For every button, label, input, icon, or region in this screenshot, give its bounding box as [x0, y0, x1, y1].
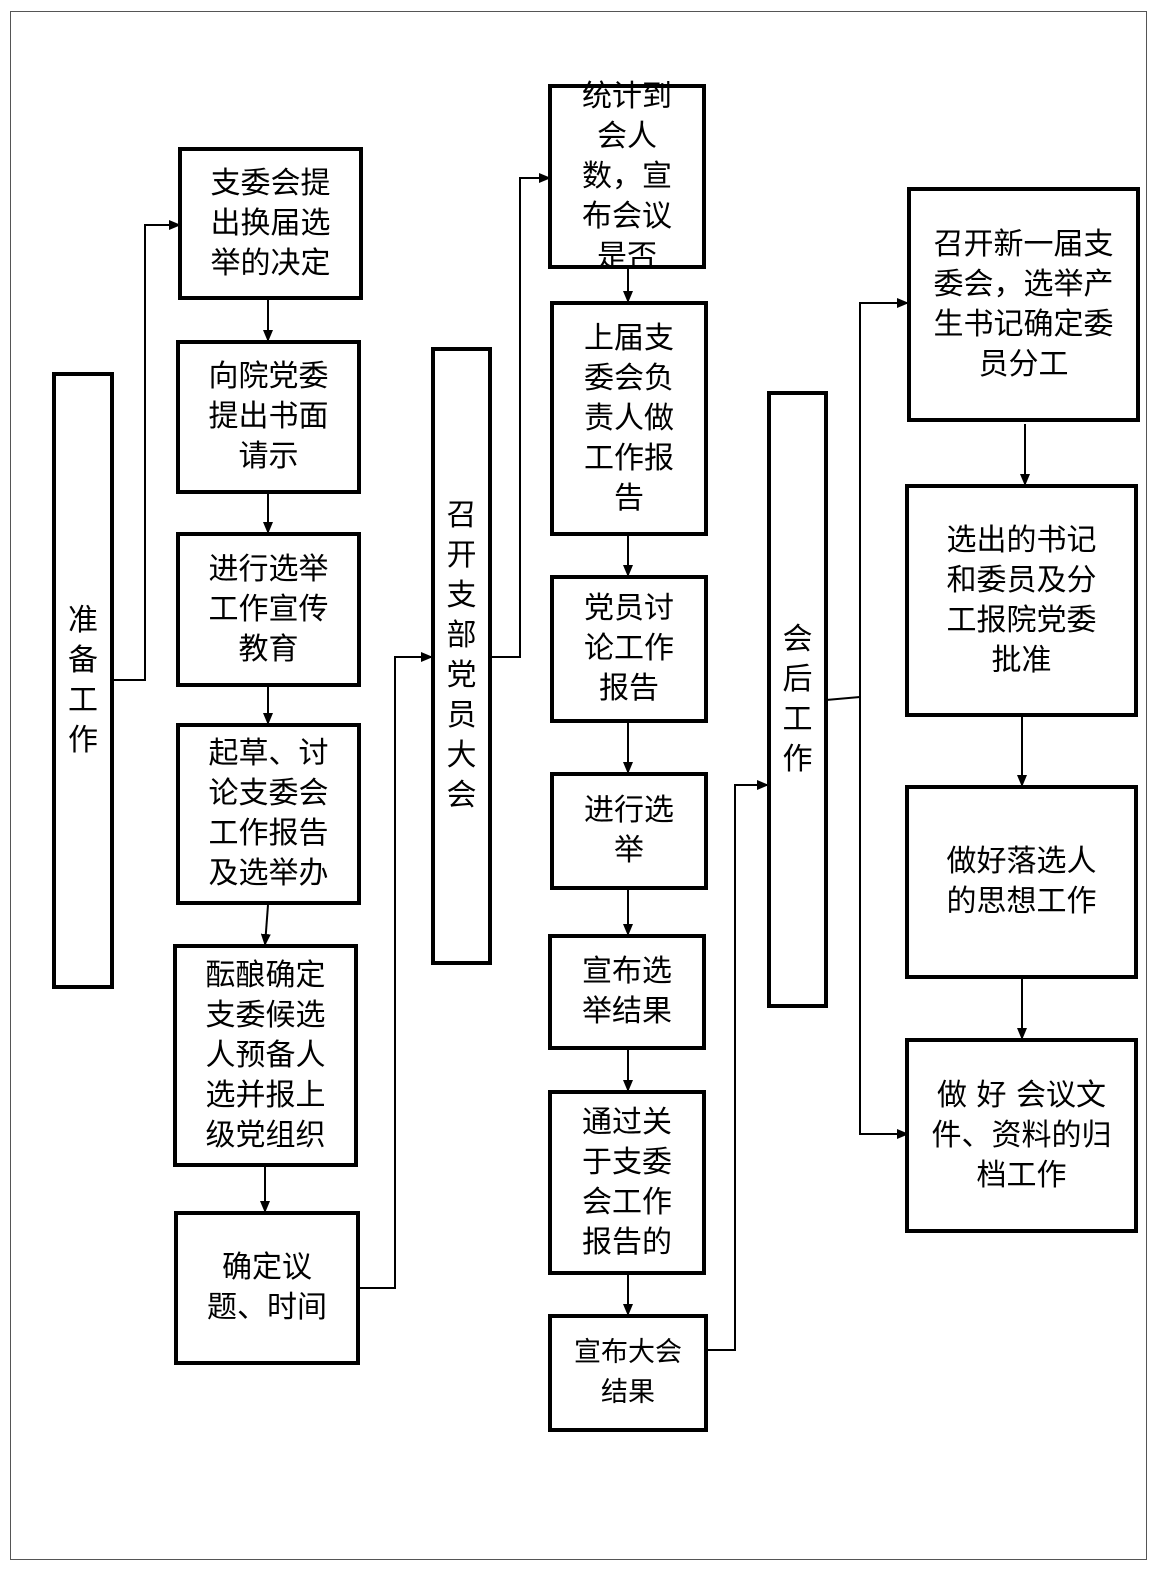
after-step-3: 做好落选人的思想工作: [905, 785, 1138, 979]
prep-step-1: 支委会提出换届选举的决定: [178, 147, 363, 300]
prep-step-3-text: 进行选举工作宣传教育: [208, 551, 329, 667]
connector-after-to-step1: [859, 298, 909, 697]
connector-prep-to-step1: [112, 220, 181, 681]
prep-step-6: 确定议题、时间: [174, 1211, 360, 1365]
connector-after-stem: [825, 696, 861, 701]
meeting-step-1-text: 统计到会人数，宣布会议是否: [582, 78, 672, 274]
prep-step-1-text: 支委会提出换届选举的决定: [210, 165, 331, 281]
after-step-1-text: 召开新一届支委会，选举产生书记确定委员分工: [933, 226, 1114, 382]
connector-prep-4-5: [260, 904, 271, 946]
meeting-step-3: 党员讨论工作报告: [550, 575, 708, 723]
prep-step-3: 进行选举工作宣传教育: [176, 532, 361, 687]
meeting-step-5-text: 宣布选举结果: [582, 954, 672, 1029]
connector-after-to-step4: [859, 697, 909, 1139]
prep-step-5-text: 酝酿确定支委候选人预备人选并报上级党组织: [205, 957, 326, 1153]
after-step-3-text: 做好落选人的思想工作: [946, 844, 1097, 919]
meeting-step-2-text: 上届支委会负责人做工作报告: [584, 320, 674, 516]
stage-meeting-label: 召开支部党员大会: [446, 498, 477, 813]
after-step-4-text: 做 好 会议文件、资料的归档工作: [931, 1077, 1112, 1193]
prep-step-2: 向院党委提出书面请示: [176, 340, 361, 494]
after-step-4: 做 好 会议文件、资料的归档工作: [905, 1038, 1138, 1233]
meeting-step-2: 上届支委会负责人做工作报告: [550, 301, 708, 536]
stage-after-label: 会后工作: [782, 621, 813, 777]
after-step-1: 召开新一届支委会，选举产生书记确定委员分工: [907, 187, 1140, 422]
meeting-step-6: 通过关于支委会工作报告的: [548, 1090, 706, 1275]
meeting-step-5: 宣布选举结果: [548, 934, 706, 1050]
prep-step-2-text: 向院党委提出书面请示: [208, 359, 329, 474]
connector-meeting-to-step1: [490, 173, 551, 658]
connector-meeting7-to-after: [708, 780, 769, 1351]
meeting-step-7-text: 宣布大会结果: [574, 1337, 682, 1408]
prep-step-4: 起草、讨论支委会工作报告及选举办: [176, 723, 361, 905]
meeting-step-7: 宣布大会结果: [548, 1314, 708, 1432]
page-frame: [10, 11, 1147, 1560]
stage-prep: 准备工作: [52, 372, 114, 989]
meeting-step-6-text: 通过关于支委会工作报告的: [582, 1104, 672, 1260]
after-step-2-text: 选出的书记和委员及分工报院党委批准: [946, 522, 1097, 678]
stage-prep-label: 准备工作: [68, 602, 98, 758]
stage-meeting: 召开支部党员大会: [431, 347, 492, 965]
after-step-2: 选出的书记和委员及分工报院党委批准: [905, 484, 1138, 717]
meeting-step-3-text: 党员讨论工作报告: [584, 591, 674, 706]
prep-step-5: 酝酿确定支委候选人预备人选并报上级党组织: [173, 944, 358, 1167]
meeting-step-4-text: 进行选举: [584, 793, 674, 868]
connector-prep6-to-meeting: [360, 652, 433, 1289]
prep-step-6-text: 确定议题、时间: [207, 1250, 327, 1325]
meeting-step-4: 进行选举: [550, 772, 708, 890]
stage-after: 会后工作: [767, 391, 828, 1008]
meeting-step-1: 统计到会人数，宣布会议是否: [548, 79, 706, 274]
prep-step-4-text: 起草、讨论支委会工作报告及选举办: [208, 736, 329, 891]
